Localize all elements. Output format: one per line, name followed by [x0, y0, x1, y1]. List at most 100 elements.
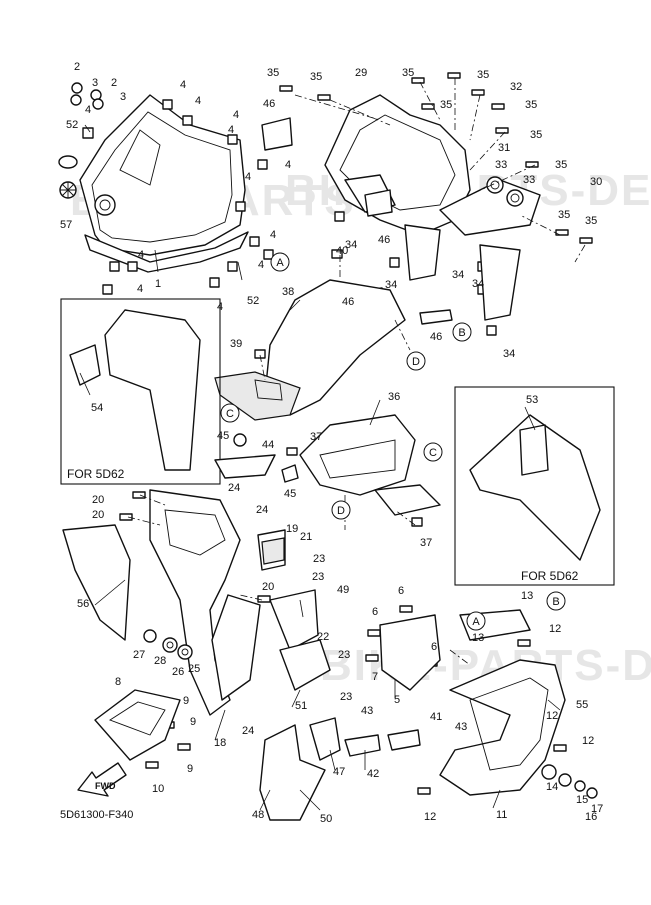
callout-number: 9	[183, 695, 189, 707]
callout-number: 12	[546, 710, 558, 722]
callout-number: 45	[284, 488, 296, 500]
fwd-arrow-icon: FWD	[77, 762, 127, 797]
reference-letter: D	[337, 505, 345, 517]
reference-letter-circle: D	[406, 351, 426, 371]
callout-number: 35	[530, 129, 542, 141]
callout-number: 56	[77, 598, 89, 610]
callout-number: 4	[258, 259, 264, 271]
reference-letter-circle: A	[270, 252, 290, 272]
callout-number: 10	[152, 783, 164, 795]
callout-number: 24	[256, 504, 268, 516]
callout-number: 43	[361, 705, 373, 717]
front-lower-cover-part	[379, 609, 566, 796]
callout-number: 4	[137, 283, 143, 295]
callout-number: 43	[455, 721, 467, 733]
callout-number: 9	[187, 763, 193, 775]
side-panel-parts	[62, 524, 331, 701]
callout-number: 36	[388, 391, 400, 403]
callout-number: 40	[336, 245, 348, 257]
callout-number: 37	[310, 431, 322, 443]
reference-letter-circle: C	[220, 403, 240, 423]
callout-number: 29	[355, 67, 367, 79]
callout-number: 25	[188, 663, 200, 675]
callout-number: 35	[585, 215, 597, 227]
callout-number: 3	[92, 77, 98, 89]
callout-number: 4	[217, 301, 223, 313]
callout-number: 1	[155, 278, 161, 290]
callout-number: 5	[394, 694, 400, 706]
callout-number: 54	[91, 402, 103, 414]
callout-number: 2	[111, 77, 117, 89]
callout-number: 7	[372, 671, 378, 683]
reference-letter-circle: B	[546, 591, 566, 611]
callout-number: 42	[367, 768, 379, 780]
callout-number: 53	[526, 394, 538, 406]
callout-number: 33	[495, 159, 507, 171]
callout-number: 4	[270, 229, 276, 241]
callout-number: 38	[282, 286, 294, 298]
callout-number: 35	[310, 71, 322, 83]
callout-number: 12	[549, 623, 561, 635]
callout-number: 28	[154, 655, 166, 667]
callout-number: 47	[333, 766, 345, 778]
callout-number: 34	[472, 278, 484, 290]
callout-number: 34	[452, 269, 464, 281]
callout-number: 6	[398, 585, 404, 597]
callout-number: 33	[523, 174, 535, 186]
callout-number: 19	[286, 523, 298, 535]
callout-number: 4	[195, 95, 201, 107]
callout-number: 4	[285, 159, 291, 171]
callout-number: 18	[214, 737, 226, 749]
reference-letter-circle: C	[423, 442, 443, 462]
callout-number: 45	[217, 430, 229, 442]
callout-number: 6	[372, 606, 378, 618]
callout-number: 35	[440, 99, 452, 111]
callout-number: 35	[558, 209, 570, 221]
callout-number: 39	[230, 338, 242, 350]
callout-number: 57	[60, 219, 72, 231]
callout-number: 12	[582, 735, 594, 747]
callout-number: 51	[295, 700, 307, 712]
callout-number: 4	[233, 109, 239, 121]
callout-number: 52	[247, 295, 259, 307]
callout-number: 35	[525, 99, 537, 111]
callout-number: 21	[300, 531, 312, 543]
callout-number: 48	[252, 809, 264, 821]
inset-box-left	[60, 298, 221, 485]
emblem-part	[58, 155, 78, 199]
callout-number: 3	[120, 91, 126, 103]
callout-number: 23	[338, 649, 350, 661]
reference-letter: A	[276, 257, 284, 269]
cable-guide-parts	[214, 433, 299, 483]
callout-number: 41	[430, 711, 442, 723]
callout-number: 8	[115, 676, 121, 688]
callout-number: 34	[345, 239, 357, 251]
callout-number: 32	[510, 81, 522, 93]
callout-number: 12	[424, 811, 436, 823]
callout-number: 34	[385, 279, 397, 291]
callout-number: 24	[242, 725, 254, 737]
callout-number: 44	[262, 439, 274, 451]
callout-number: 50	[320, 813, 332, 825]
bracket-part	[404, 176, 541, 321]
under-cover-parts	[259, 717, 421, 821]
callout-number: 13	[521, 590, 533, 602]
callout-number: 46	[263, 98, 275, 110]
callout-number: 35	[267, 67, 279, 79]
inset-caption-right: FOR 5D62	[521, 569, 579, 583]
reference-letter: B	[552, 596, 559, 608]
leg-shield-part	[149, 489, 286, 716]
callout-number: 31	[498, 142, 510, 154]
screw-bolt-parts	[70, 72, 593, 795]
callout-number: 4	[138, 249, 144, 261]
callout-number: 52	[66, 119, 78, 131]
callout-number: 15	[576, 794, 588, 806]
callout-number: 46	[430, 331, 442, 343]
callout-number: 26	[172, 666, 184, 678]
callout-number: 17	[591, 803, 603, 815]
callout-number: 14	[546, 781, 558, 793]
fwd-label: FWD	[95, 781, 116, 791]
callout-number: 4	[228, 124, 234, 136]
